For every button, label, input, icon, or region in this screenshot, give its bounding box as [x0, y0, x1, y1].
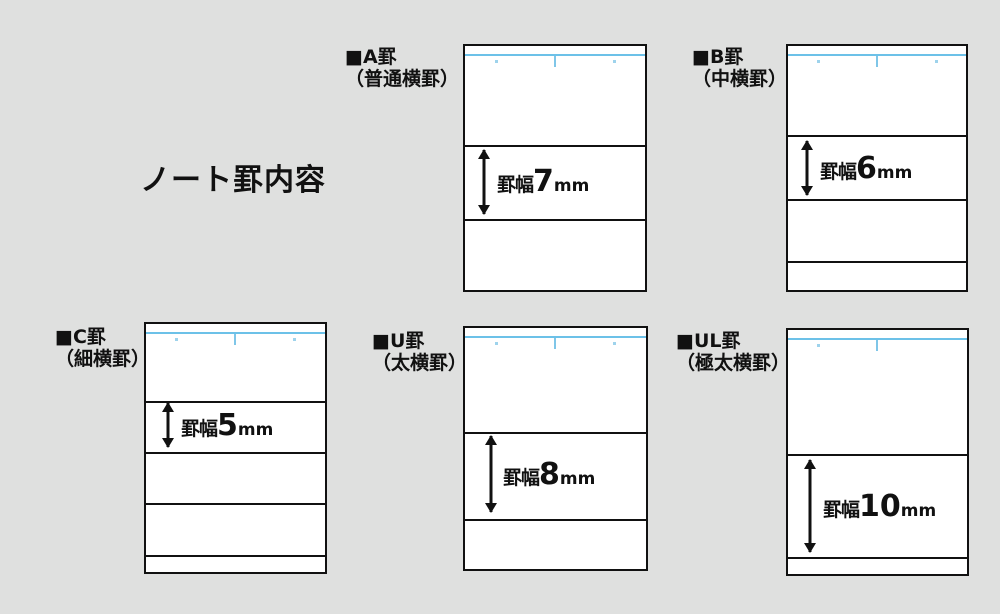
dim-label: 罫幅	[497, 174, 534, 196]
blue-center-tick-icon	[876, 56, 878, 67]
dim-label: 罫幅	[181, 418, 218, 440]
rule-line	[788, 199, 966, 201]
blue-header-rule	[465, 336, 646, 338]
blue-header-rule	[465, 54, 645, 56]
sample-c-label: ■C罫 （細横罫）	[55, 326, 150, 371]
blue-dot-left-icon	[495, 60, 498, 63]
sample-u-label: ■U罫 （太横罫）	[372, 330, 467, 375]
sample-a-dimension-caption: 罫幅7mm	[497, 167, 589, 197]
sample-c-dimension-arrow	[157, 402, 179, 448]
dim-label: 罫幅	[823, 499, 860, 521]
rule-line	[465, 145, 645, 147]
sample-b-code: ■B罫	[692, 46, 744, 68]
sample-c-code: ■C罫	[55, 326, 106, 348]
sample-c-subtitle: （細横罫）	[55, 348, 151, 371]
blue-dot-right-icon	[935, 60, 938, 63]
blue-center-tick-icon	[554, 338, 556, 349]
sample-ul-dimension-caption: 罫幅10mm	[823, 492, 936, 522]
rule-line	[788, 135, 966, 137]
rule-line	[788, 454, 967, 456]
blue-header-rule	[146, 332, 325, 334]
dim-value: 5	[217, 408, 238, 443]
dim-value: 10	[859, 489, 901, 524]
sample-b-dimension-caption: 罫幅6mm	[820, 154, 912, 184]
page-title: ノート罫内容	[140, 163, 326, 198]
sample-c-dimension-caption: 罫幅5mm	[181, 411, 273, 441]
sample-ul-subtitle: （極太横罫）	[676, 352, 791, 375]
sample-b-page	[786, 44, 968, 292]
sample-ul-code: ■UL罫	[676, 330, 741, 352]
blue-header-rule	[788, 54, 966, 56]
rule-line	[146, 401, 325, 403]
sample-c-page	[144, 322, 327, 574]
dim-unit: mm	[559, 469, 596, 489]
rule-line	[465, 519, 646, 521]
blue-dot-right-icon	[613, 342, 616, 345]
blue-dot-left-icon	[495, 342, 498, 345]
dim-unit: mm	[900, 501, 937, 521]
sample-b-subtitle: （中横罫）	[692, 68, 788, 91]
sample-u-dimension-caption: 罫幅8mm	[503, 460, 595, 490]
rule-line	[146, 555, 325, 557]
blue-dot-left-icon	[817, 344, 820, 347]
sample-u-code: ■U罫	[372, 330, 425, 352]
blue-center-tick-icon	[554, 56, 556, 67]
dim-label: 罫幅	[503, 467, 540, 489]
rule-line	[788, 261, 966, 263]
rule-line	[465, 432, 646, 434]
sample-a-dimension-arrow	[473, 149, 495, 215]
sample-u-dimension-arrow	[480, 435, 502, 513]
blue-center-tick-icon	[876, 340, 878, 351]
dim-unit: mm	[237, 420, 274, 440]
sample-a-code: ■A罫	[345, 46, 397, 68]
rule-line	[788, 557, 967, 559]
sample-ul-dimension-arrow	[799, 459, 821, 553]
blue-dot-left-icon	[175, 338, 178, 341]
blue-header-rule	[788, 338, 967, 340]
sample-u-subtitle: （太横罫）	[372, 352, 468, 375]
dim-label: 罫幅	[820, 161, 857, 183]
dim-unit: mm	[553, 176, 590, 196]
rule-line	[146, 503, 325, 505]
sample-a-subtitle: （普通横罫）	[345, 68, 460, 91]
sample-ul-page	[786, 328, 969, 576]
dim-value: 7	[533, 164, 554, 199]
blue-dot-right-icon	[293, 338, 296, 341]
blue-dot-right-icon	[613, 60, 616, 63]
rule-line	[146, 452, 325, 454]
sample-b-dimension-arrow	[796, 140, 818, 196]
sample-a-page	[463, 44, 647, 292]
sample-ul-label: ■UL罫 （極太横罫）	[676, 330, 790, 375]
rule-line	[465, 219, 645, 221]
sample-u-page	[463, 326, 648, 571]
sample-a-label: ■A罫 （普通横罫）	[345, 46, 459, 91]
blue-center-tick-icon	[234, 334, 236, 345]
sample-b-label: ■B罫 （中横罫）	[692, 46, 787, 91]
dim-value: 6	[856, 151, 877, 186]
blue-dot-left-icon	[817, 60, 820, 63]
dim-value: 8	[539, 457, 560, 492]
dim-unit: mm	[876, 163, 913, 183]
